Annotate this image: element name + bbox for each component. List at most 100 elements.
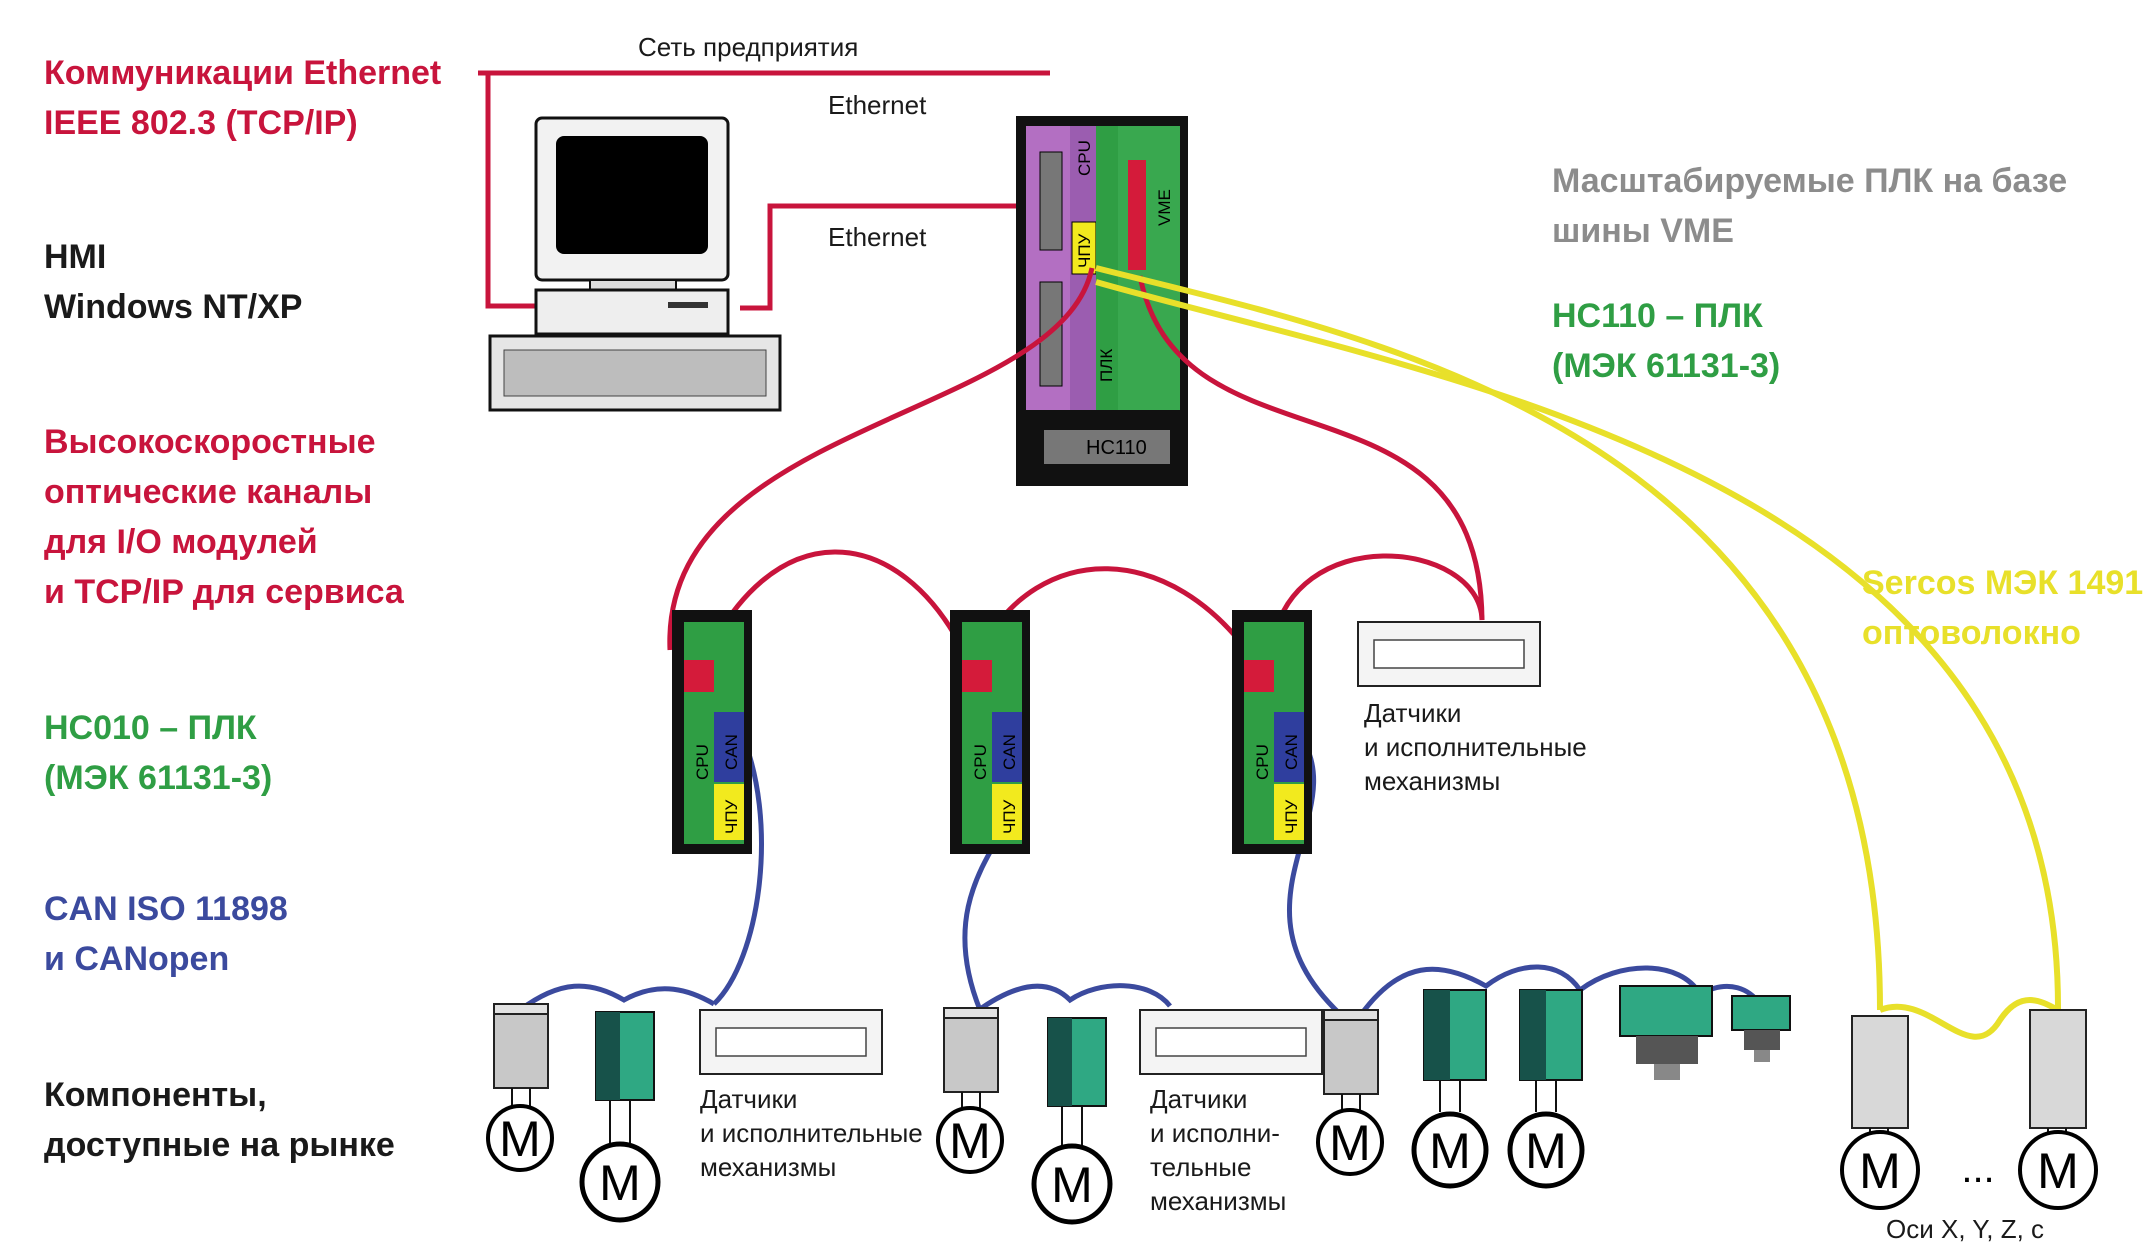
motor-wire-1 <box>511 1088 531 1106</box>
hc010-1-cnc-block <box>714 784 744 840</box>
green-drive-3-side <box>1424 990 1450 1080</box>
axes-label: Оси X, Y, Z, c <box>1886 1214 2044 1244</box>
sensor-block-2-terminals <box>1155 1027 1307 1057</box>
motor-2: M <box>579 1141 661 1223</box>
motor-axis-1: M <box>1840 1130 1920 1210</box>
sercos-link-1 <box>1095 265 1883 1011</box>
servo-drive-sercos-1 <box>1851 1015 1909 1129</box>
hc010-3-optical-port <box>1244 660 1274 692</box>
label-sercos-line-2: оптоволокно <box>1862 614 2081 652</box>
sensors-1-line-3: механизмы <box>700 1152 836 1182</box>
hc010-1-optical-port <box>684 660 714 692</box>
hc110-port-top <box>1039 151 1063 251</box>
encoder-large-body <box>1636 1036 1698 1064</box>
can-link-2-drives <box>974 983 1172 1015</box>
monitor-screen <box>556 136 708 254</box>
motor-2-circle <box>579 1141 661 1223</box>
hc010-1-cpu-label: CPU <box>693 744 712 780</box>
sensor-block-1-terminals <box>715 1027 867 1057</box>
hc010-2-cnc-label: ЧПУ <box>1000 799 1019 834</box>
hc010-2-cpu-label: CPU <box>971 744 990 780</box>
motor-axis-1-label: M <box>1859 1143 1901 1199</box>
hc010-3-cpu-label: CPU <box>1253 744 1272 780</box>
motor-5: M <box>1316 1108 1384 1176</box>
servo-drive-2-body <box>943 1015 999 1093</box>
label-components-line-2: доступные на рынке <box>44 1126 395 1164</box>
label-vme-line-1: Масштабируемые ПЛК на базе <box>1552 162 2067 200</box>
label-optical-line-3: для I/O модулей <box>44 523 318 561</box>
label-hc010: HC010 – ПЛК (МЭК 61131-3) <box>44 709 272 797</box>
servo-drive-sercos-1-body <box>1851 1015 1909 1129</box>
label-vme-line-2: шины VME <box>1552 212 1734 250</box>
motor-axis-2-circle <box>2018 1130 2098 1210</box>
motor-axis-2: M <box>2018 1130 2098 1210</box>
motor-6-circle <box>1411 1111 1489 1189</box>
label-hc010-line-1: HC010 – ПЛК <box>44 709 257 747</box>
hc010-2-can-block <box>992 712 1022 782</box>
label-components: Компоненты, доступные на рынке <box>44 1076 395 1164</box>
motor-7-circle <box>1507 1111 1585 1189</box>
optical-link-hc010-3-to-sensors <box>1269 553 1485 649</box>
servo-drive-3-top <box>1323 1009 1379 1021</box>
motor-wire-7 <box>1535 1080 1557 1112</box>
keyboard-keys <box>503 349 767 397</box>
hc010-2-can-label: CAN <box>1000 734 1019 770</box>
ethernet-line-plc <box>740 203 1070 311</box>
sensors-1-line-1: Датчики <box>700 1084 797 1114</box>
label-ethernet-line-1: Коммуникации Ethernet <box>44 54 441 92</box>
label-ethernet-line-2: IEEE 802.3 (TCP/IP) <box>44 104 358 142</box>
label-vme-plc: Масштабируемые ПЛК на базе шины VME <box>1552 162 2067 250</box>
label-ethernet-bottom: Ethernet <box>828 222 927 252</box>
encoder-small-head <box>1731 995 1791 1031</box>
green-drive-3 <box>1423 989 1487 1081</box>
label-ethernet-top: Ethernet <box>828 90 927 120</box>
motor-4: M <box>1031 1143 1113 1225</box>
label-can-line-1: CAN ISO 11898 <box>44 890 288 928</box>
motor-3-circle <box>936 1106 1004 1174</box>
sensors-2-line-4: механизмы <box>1150 1186 1286 1216</box>
encoder-small-shaft <box>1754 1050 1770 1062</box>
label-hmi-line-2: Windows NT/XP <box>44 288 302 326</box>
can-link-1-drives <box>518 983 716 1013</box>
label-hc110-line-1: HC110 – ПЛК <box>1552 297 1763 335</box>
label-optical-line-2: оптические каналы <box>44 473 372 511</box>
servo-drive-2 <box>943 1007 999 1093</box>
sensors-1-label: Датчики и исполнительные механизмы <box>700 1084 923 1182</box>
motor-2-label: M <box>599 1155 641 1211</box>
motor-6: M <box>1411 1111 1489 1189</box>
sensors-top-line-1: Датчики <box>1364 698 1461 728</box>
motor-1: M <box>486 1104 554 1172</box>
hc110-plc-label: ПЛК <box>1097 349 1116 382</box>
sensors-top-label: Датчики и исполнительные механизмы <box>1364 698 1587 796</box>
servo-drive-3 <box>1323 1009 1379 1095</box>
sensor-block-1 <box>699 1009 883 1075</box>
hc010-module-3: CAN CPU ЧПУ <box>1232 610 1312 854</box>
motor-axis-2-label: M <box>2037 1143 2079 1199</box>
motor-wire-5 <box>1341 1094 1361 1110</box>
label-hmi: HMI Windows NT/XP <box>44 238 302 326</box>
motor-wire-2 <box>609 1100 631 1150</box>
sensors-2-line-3: тельные <box>1150 1152 1251 1182</box>
hc110-vme-bus <box>1128 160 1146 270</box>
motor-wire-3 <box>961 1092 981 1108</box>
sensors-top-line-3: механизмы <box>1364 766 1500 796</box>
servo-drive-1-top <box>493 1003 549 1015</box>
hc010-module-2: CAN CPU ЧПУ <box>950 610 1030 854</box>
label-sercos-line-1: Sercos МЭК 1491 <box>1862 564 2143 602</box>
sensors-1-line-2: и исполнительные <box>700 1118 923 1148</box>
label-optical-line-1: Высокоскоростные <box>44 423 376 461</box>
servo-drive-1-body <box>493 1011 549 1089</box>
hc110-name-label: HC110 <box>1086 437 1147 459</box>
sensors-2-line-2: и исполни- <box>1150 1118 1280 1148</box>
sercos-fiber <box>1095 265 2062 1040</box>
servo-drive-sercos-2-body <box>2029 1009 2087 1129</box>
servo-drive-2-top <box>943 1007 999 1019</box>
servo-drive-sercos-2 <box>2029 1009 2087 1129</box>
label-sercos: Sercos МЭК 1491 оптоволокно <box>1862 564 2143 652</box>
hc110-rack: CPU ЧПУ ПЛК VME HC110 <box>1016 116 1188 486</box>
motor-4-circle <box>1031 1143 1113 1225</box>
green-drive-4-side <box>1520 990 1546 1080</box>
motor-axis-1-circle <box>1840 1130 1920 1210</box>
motor-1-label: M <box>499 1111 541 1167</box>
motor-5-circle <box>1316 1108 1384 1176</box>
